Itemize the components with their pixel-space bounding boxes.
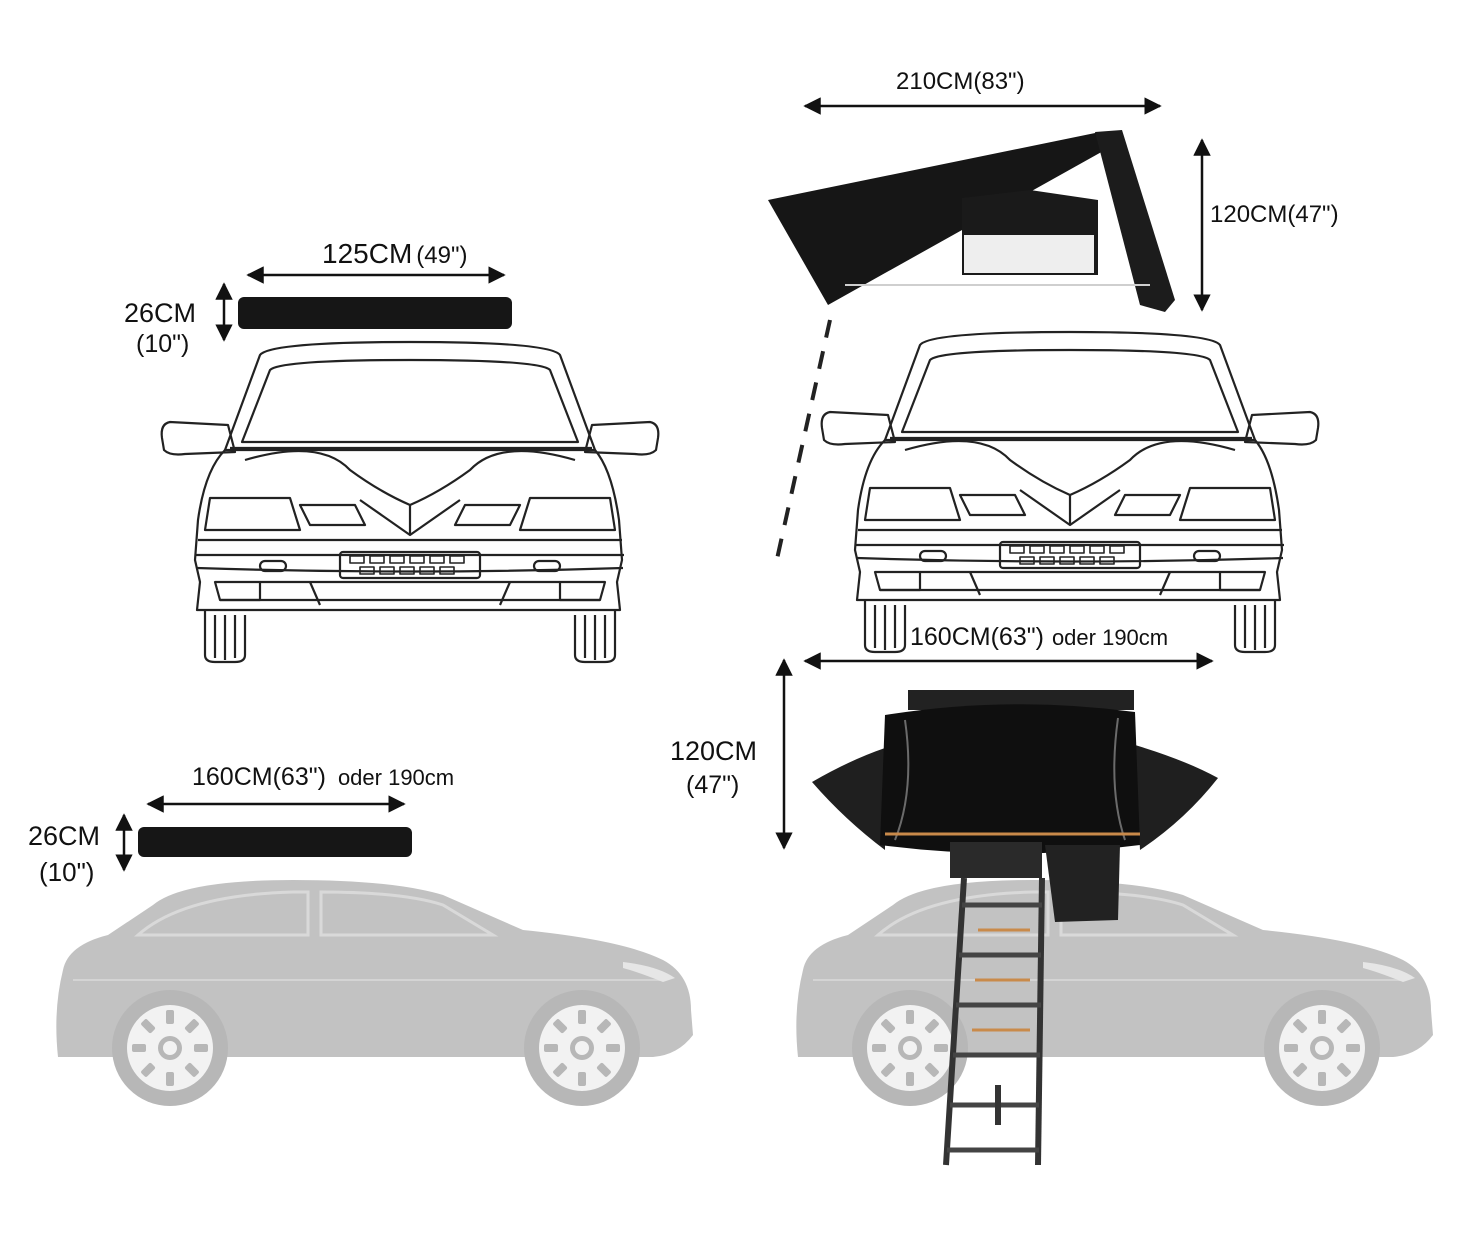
side-closed-height-imperial: (10")	[39, 857, 95, 887]
front-closed-height-imperial: (10")	[136, 330, 190, 358]
front-wheel	[524, 990, 640, 1106]
storage-bag	[1045, 845, 1120, 922]
tent-side-wing-right	[1135, 745, 1218, 850]
front-open-height-label: 120CM(47")	[1210, 201, 1339, 228]
side-open-panel	[775, 652, 1435, 1166]
ladder-accents	[972, 928, 1030, 1032]
tent-hard-shell	[908, 690, 1134, 710]
rear-wheel	[112, 990, 228, 1106]
tent-awning-left	[768, 132, 1105, 305]
length-alt: oder 190cm	[1051, 625, 1169, 650]
tent-base-frame	[950, 842, 1042, 878]
front-closed-height-value: 26CM	[124, 298, 197, 328]
length-value: 160CM(63")	[192, 763, 326, 791]
front-closed-panel	[160, 266, 660, 664]
front-car-drawing	[160, 340, 660, 664]
side-open-height-value: 120CM	[670, 736, 758, 766]
front-wheel	[1264, 990, 1380, 1106]
closed-tent-box	[138, 827, 412, 857]
ladder-dashed	[773, 319, 832, 569]
tent-seam	[894, 717, 1126, 841]
front-closed-width-label: 125CM(49")	[322, 240, 467, 268]
length-alt: oder 190cm	[337, 765, 455, 790]
ladder	[943, 877, 1045, 1166]
closed-tent-box	[238, 297, 512, 329]
tent-side-wing-left	[812, 748, 885, 850]
width-value: 125CM	[322, 238, 413, 269]
front-open-width-label: 210CM(83")	[896, 68, 1025, 95]
side-closed-panel	[54, 795, 695, 1106]
tent-body	[880, 704, 1140, 854]
side-open-length-label: 160CM(63") oder 190cm	[910, 625, 1168, 650]
front-open-panel	[768, 97, 1320, 654]
front-car-drawing	[820, 330, 1320, 654]
side-closed-length-label: 160CM(63") oder 190cm	[192, 765, 454, 790]
side-closed-height-value: 26CM	[28, 821, 101, 851]
ladder-rungs	[947, 902, 1042, 1153]
tent-wall-right	[1095, 130, 1175, 312]
side-open-height-imperial: (47")	[686, 771, 740, 799]
tent-window	[964, 235, 1094, 273]
width-imperial: (49")	[416, 242, 468, 269]
length-value: 160CM(63")	[910, 623, 1044, 651]
